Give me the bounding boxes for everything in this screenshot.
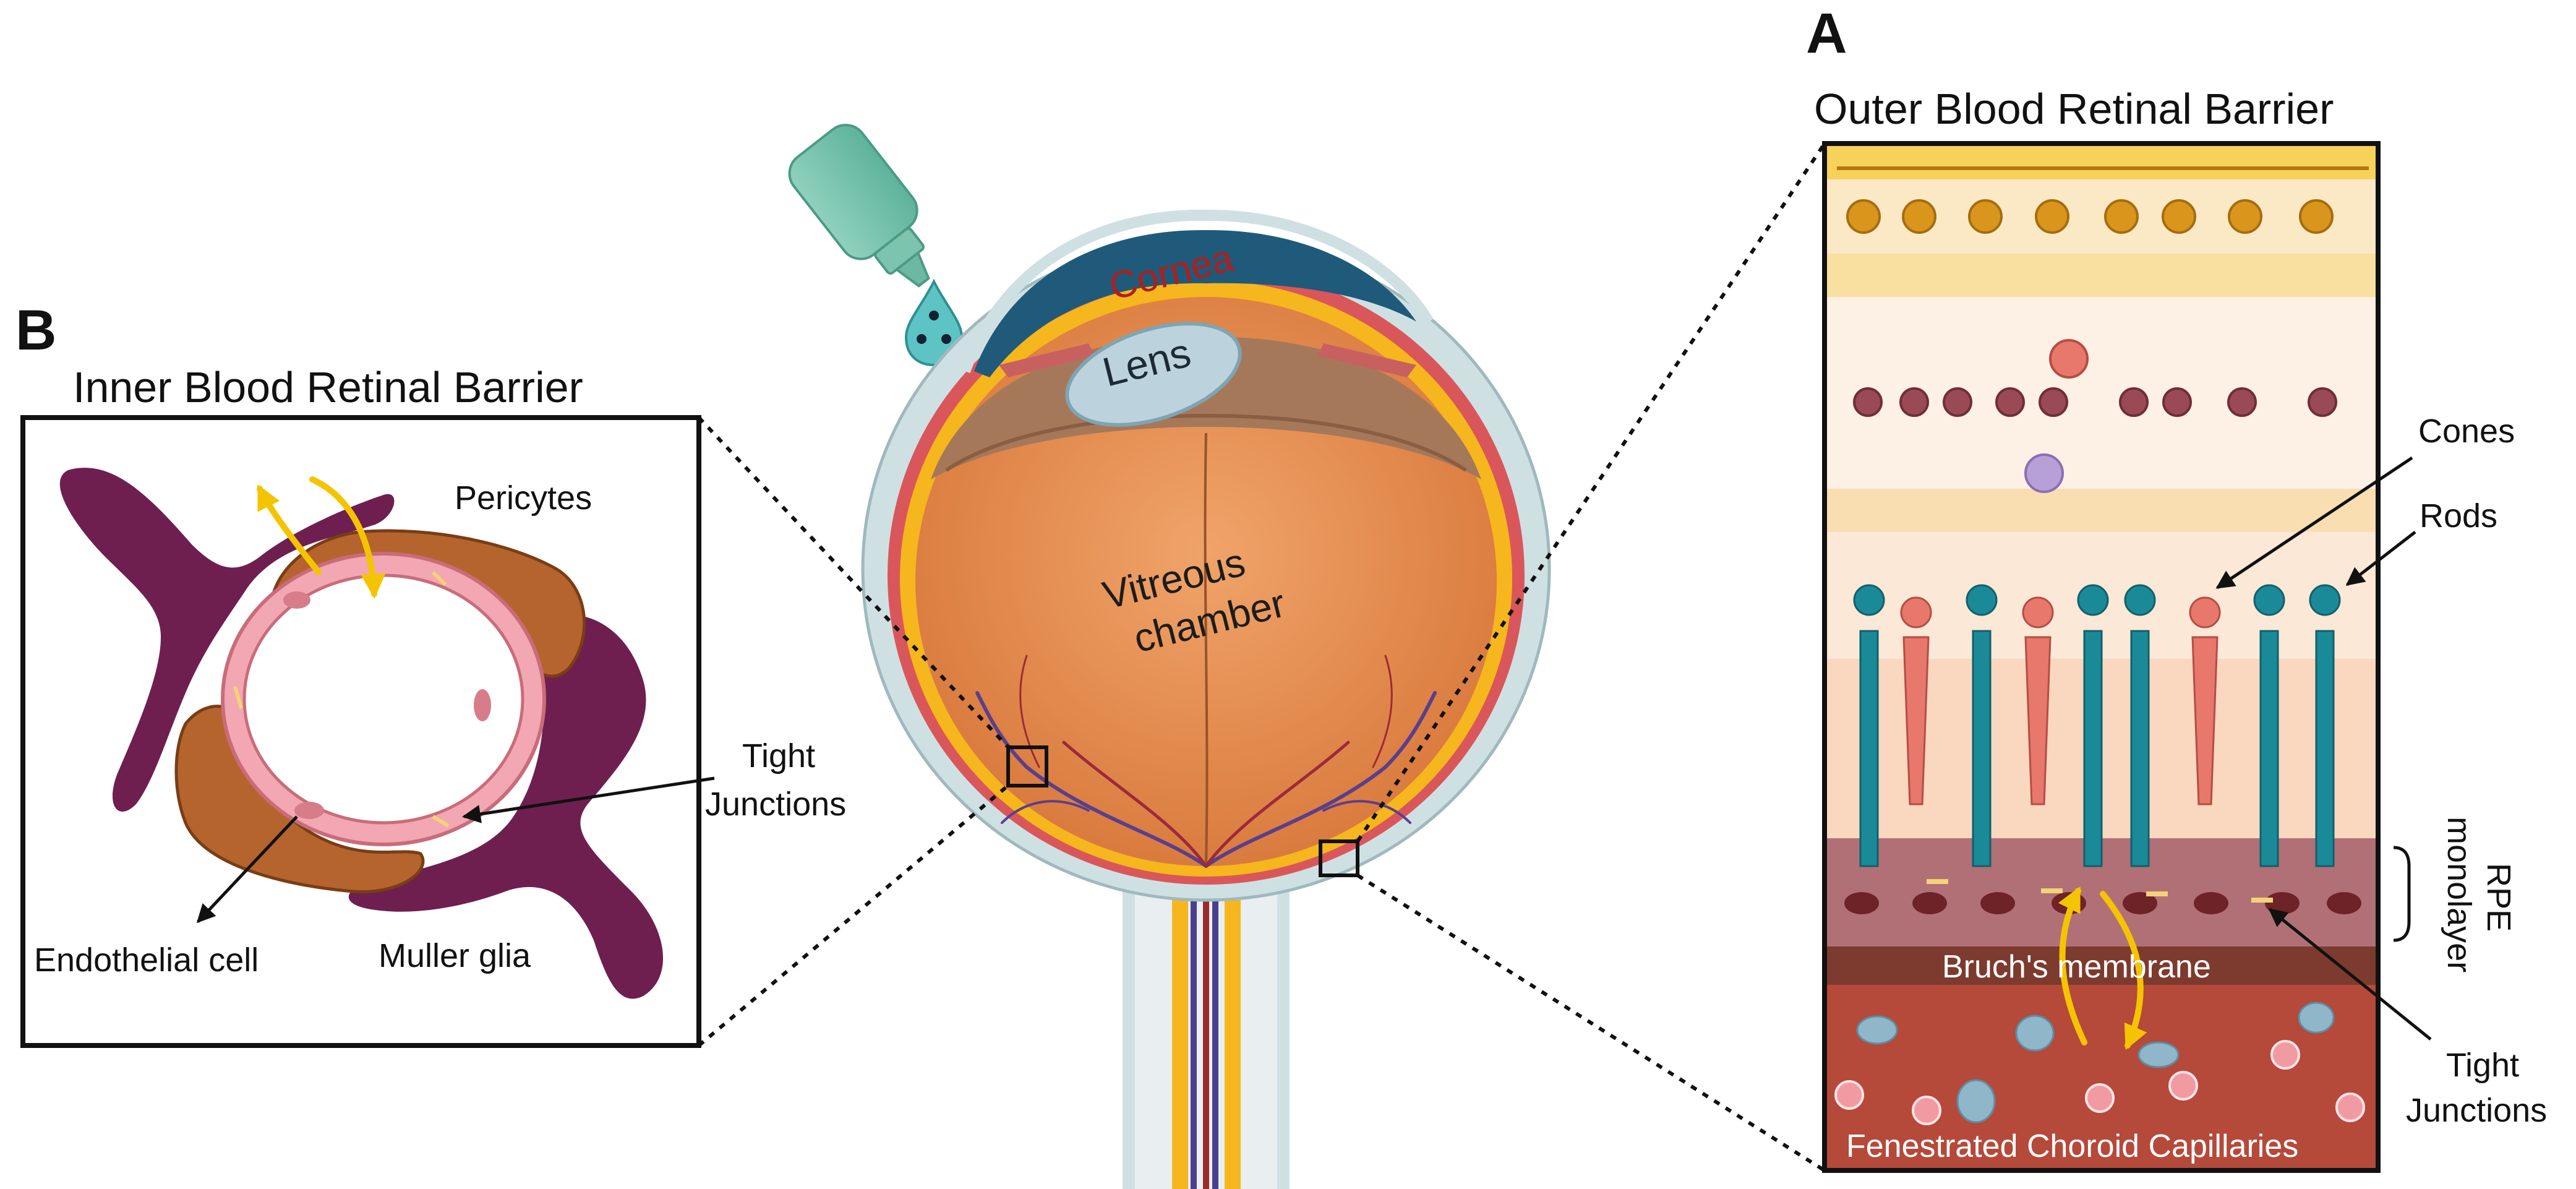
horizontal-cell: [2024, 453, 2064, 493]
bruchs-membrane-label: Bruch's membrane: [1942, 949, 2211, 985]
endothelial-ring: [221, 552, 546, 846]
optic-nerve: [1123, 817, 1290, 1189]
panel-b-tight-label-line2: Junctions: [705, 786, 846, 823]
lens: [1065, 322, 1242, 427]
panel-b-tight-label-line1: Tight: [742, 737, 815, 775]
eye-drop-bottle: [788, 124, 930, 288]
cones-label: Cones: [2418, 413, 2515, 450]
panel-a-tight-arrow: [2268, 908, 2432, 1041]
panel-b-letter: B: [15, 299, 56, 362]
choroid-capillaries: [1834, 1002, 2365, 1125]
cone-cells: [1900, 596, 2221, 805]
iris: [999, 343, 1095, 377]
ciliary-body: [931, 337, 1481, 479]
tight-junction-arrow: [462, 776, 715, 823]
transport-arrows: [257, 476, 386, 599]
cones-arrow: [2215, 456, 2413, 590]
choroid-band: [1825, 985, 2378, 1170]
panel-a-title: Outer Blood Retinal Barrier: [1814, 85, 2334, 133]
rod-cells: [1853, 584, 2341, 867]
photoreceptors: [1853, 584, 2341, 867]
exchange-arrows: [2058, 886, 2147, 1050]
panel-b-title: Inner Blood Retinal Barrier: [73, 363, 583, 411]
rpe-label-line2: monolayer: [2441, 817, 2478, 972]
outer-barrier-box: [1319, 839, 1359, 877]
panel-b: B Inner Blood Retinal Barrier: [15, 299, 846, 1048]
bipolar-cells: [1853, 387, 2337, 417]
rods-arrow: [2345, 531, 2416, 586]
endothelial-label: Endothelial cell: [34, 942, 259, 979]
ganglion-cells: [1837, 166, 2369, 234]
rpe-bracket: [2393, 846, 2411, 942]
choroid-label: Fenestrated Choroid Capillaries: [1846, 1128, 2298, 1164]
amacrine-cell: [2049, 339, 2089, 379]
bruchs-membrane-band: [1825, 946, 2378, 985]
rods-label: Rods: [2420, 497, 2497, 534]
panel-a: A Outer Blood Retinal Barrier: [1806, 2, 2547, 1173]
eye-diagram: Cornea Lens Vitreous chamber: [788, 124, 1551, 1189]
muller-glia: [59, 468, 664, 999]
muller-glia-label: Muller glia: [379, 937, 531, 974]
connector-lines: [697, 142, 1826, 1172]
panel-a-tight-label-line1: Tight: [2446, 1047, 2519, 1084]
panel-a-tight-label-line2: Junctions: [2406, 1092, 2547, 1129]
inner-barrier-box: [1006, 745, 1048, 788]
endothelial-arrow: [196, 815, 298, 924]
tight-junction-marks: [233, 570, 450, 828]
pericytes-label: Pericytes: [455, 479, 592, 517]
retinal-vessels: [975, 655, 1437, 868]
rpe-label-line1: RPE: [2480, 863, 2517, 932]
cornea: [974, 230, 1416, 377]
panel-a-letter: A: [1806, 2, 1847, 65]
